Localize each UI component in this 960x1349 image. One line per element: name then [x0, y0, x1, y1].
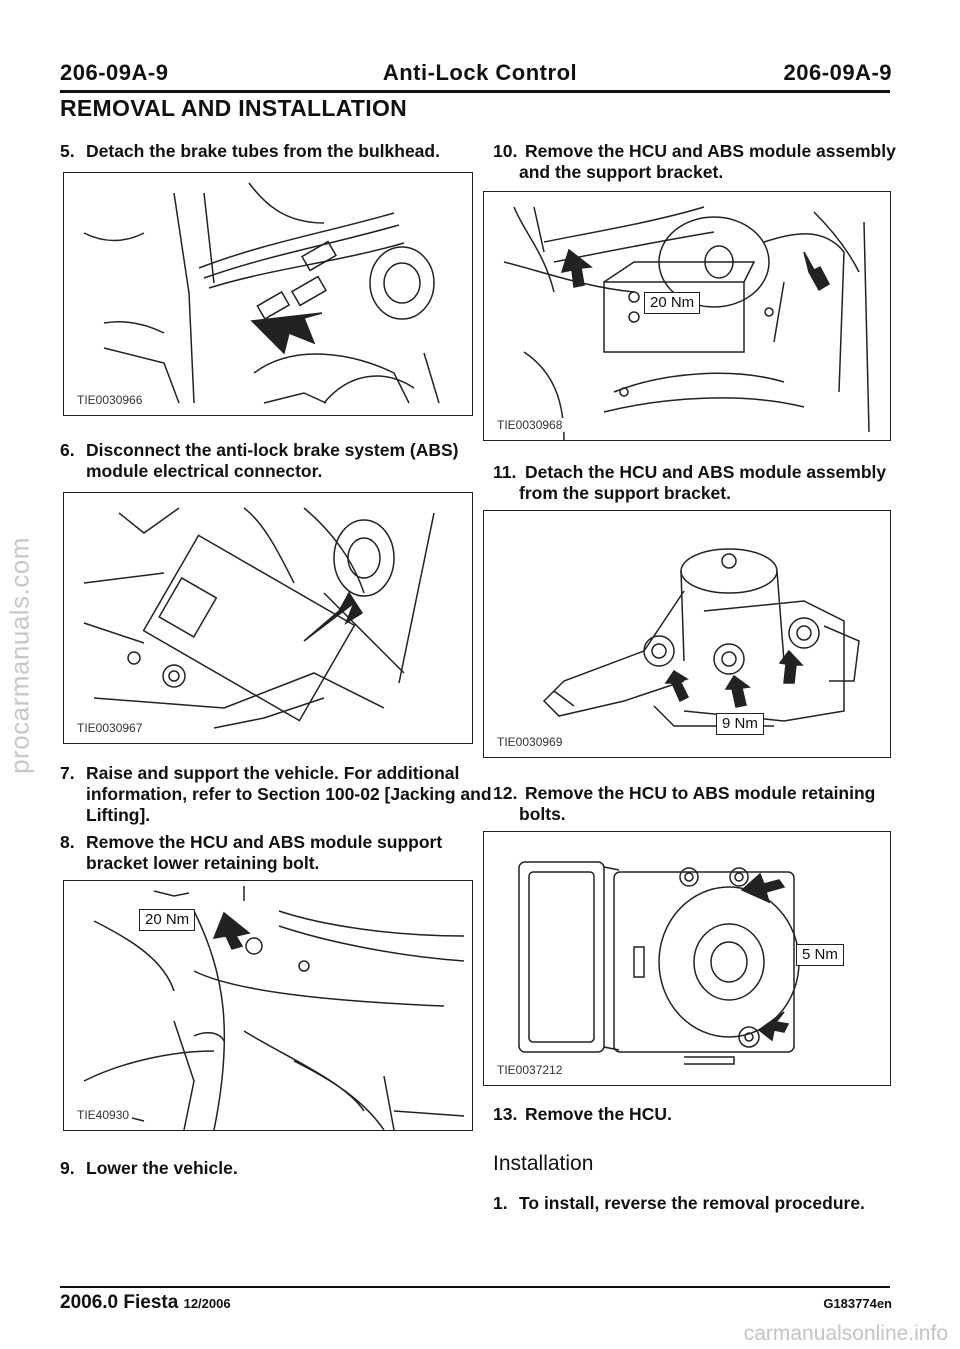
- figure-support-bracket-bolt: 20 Nm TIE40930: [63, 880, 473, 1131]
- torque-label: 20 Nm: [644, 292, 701, 314]
- figure-label: TIE40930: [74, 1108, 133, 1122]
- installation-heading: Installation: [493, 1152, 594, 1175]
- figure-brake-tubes: TIE0030966: [63, 172, 473, 416]
- step-7: 7.Raise and support the vehicle. For add…: [60, 763, 492, 825]
- torque-label: 5 Nm: [796, 944, 844, 966]
- step-11: 11.Detach the HCU and ABS module assembl…: [493, 462, 887, 503]
- hcu-bolts-illustration: [518, 861, 800, 1065]
- step-10: 10.Remove the HCU and ABS module assembl…: [493, 141, 896, 182]
- abs-connector-illustration: [83, 507, 435, 729]
- torque-label: 9 Nm: [716, 713, 764, 735]
- step-8: 8.Remove the HCU and ABS module support …: [60, 832, 443, 873]
- installation-step-1: 1.To install, reverse the removal proced…: [493, 1193, 865, 1213]
- hcu-bracket-illustration: [542, 548, 860, 727]
- step-5: 5.Detach the brake tubes from the bulkhe…: [60, 141, 440, 161]
- step-9: 9.Lower the vehicle.: [60, 1158, 238, 1178]
- step-6: 6.Disconnect the anti-lock brake system …: [60, 440, 459, 481]
- figure-hcu-from-bracket: 9 Nm TIE0030969: [483, 510, 891, 758]
- torque-label: 20 Nm: [139, 909, 196, 931]
- footer-model-name: 2006.0 Fiesta: [60, 1292, 179, 1313]
- header-rule: [60, 90, 890, 93]
- figure-hcu-retaining-bolts: 5 Nm TIE0037212: [483, 831, 891, 1086]
- header-title: Anti-Lock Control: [382, 60, 578, 85]
- footer-date: 12/2006: [183, 1296, 231, 1311]
- header-code-right: 206-09A-9: [783, 60, 892, 85]
- brake-tubes-illustration: [83, 182, 440, 404]
- footer-doc-code: G183774en: [823, 1296, 892, 1311]
- footer-model: 2006.0 Fiesta 12/2006: [60, 1292, 231, 1314]
- figure-label: TIE0030969: [494, 735, 566, 749]
- figure-label: TIE0030968: [494, 418, 566, 432]
- step-12: 12.Remove the HCU to ABS module retainin…: [493, 783, 876, 824]
- figure-label: TIE0030967: [74, 721, 146, 735]
- figure-hcu-abs-assembly: 20 Nm TIE0030968: [483, 191, 891, 441]
- figure-label: TIE0030966: [74, 393, 146, 407]
- step-13: 13.Remove the HCU.: [493, 1104, 672, 1124]
- figure-abs-connector: TIE0030967: [63, 492, 473, 744]
- section-title: REMOVAL AND INSTALLATION: [60, 95, 408, 121]
- footer-rule: [60, 1286, 890, 1288]
- bottom-watermark: carmanualsonline.info: [743, 1322, 948, 1345]
- hcu-abs-assembly-illustration: [503, 206, 870, 440]
- support-bracket-illustration: [83, 886, 465, 1130]
- header-code-left: 206-09A-9: [60, 60, 169, 85]
- figure-label: TIE0037212: [494, 1063, 566, 1077]
